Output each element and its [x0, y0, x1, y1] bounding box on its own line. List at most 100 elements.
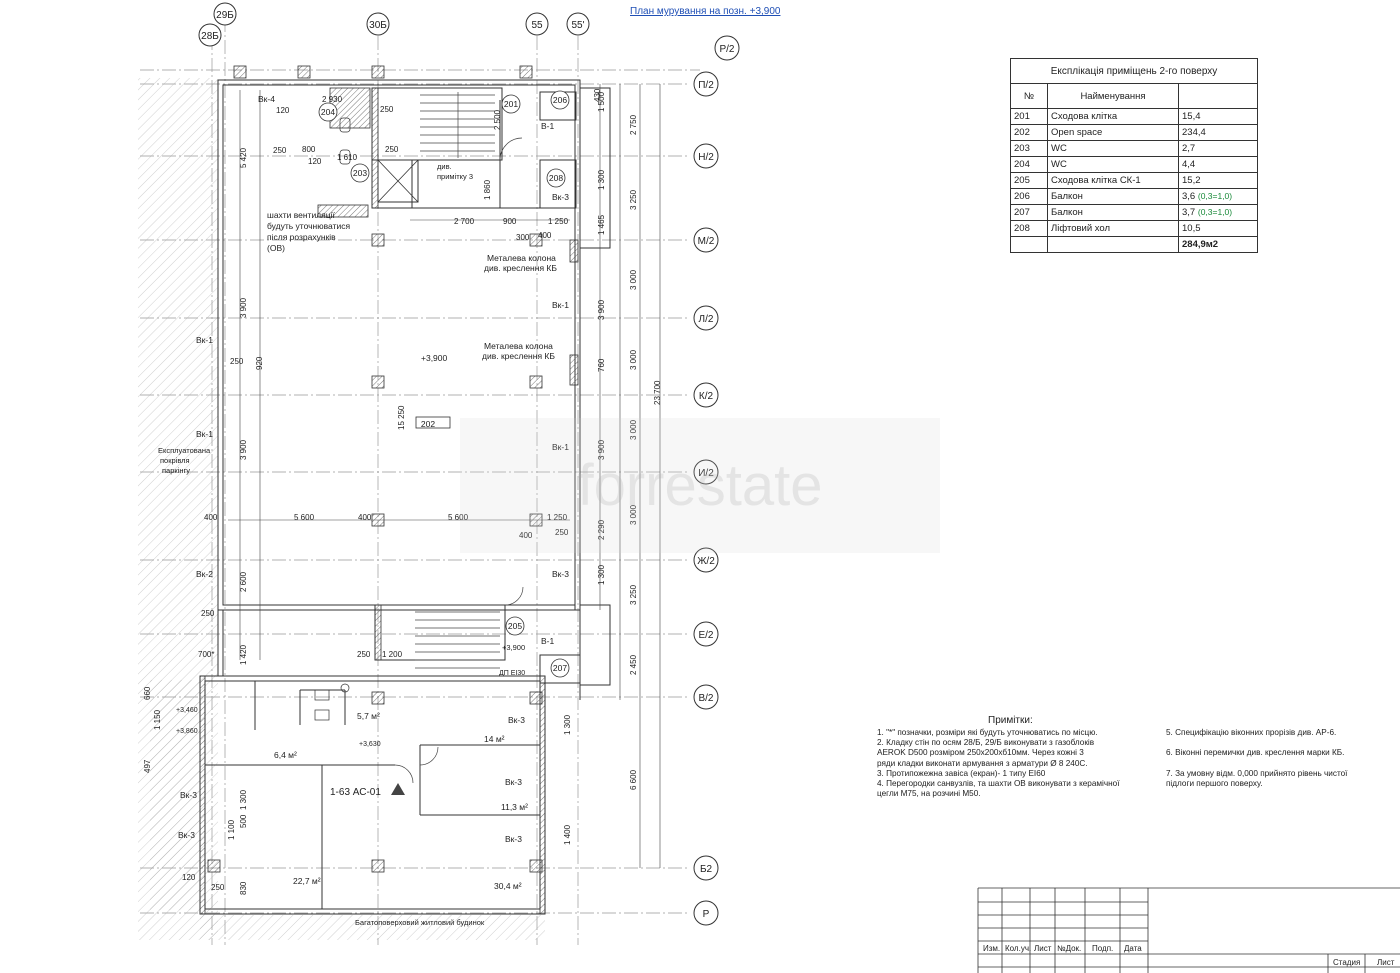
- elevation-stair: +3,900: [502, 643, 525, 652]
- dim-400-b: 400: [358, 513, 372, 522]
- fire-door-label: ДП ЕІ30: [499, 670, 525, 677]
- label-vk1-left-b: Вк-1: [196, 429, 213, 439]
- axis-label-i2: И/2: [698, 468, 714, 479]
- hatched-bottom-building: [200, 915, 545, 940]
- table-row: 203 WC 2,7: [1010, 140, 1258, 157]
- row-area: 3,6 (0,3=1,0): [1178, 188, 1258, 205]
- row-name: Ліфтовий хол: [1047, 220, 1179, 237]
- axis-label-zh2: Ж/2: [697, 556, 715, 567]
- dim-1100: 1 100: [227, 819, 236, 840]
- dim-2450: 2 450: [629, 654, 638, 675]
- table-row: 206 Балкон 3,6 (0,3=1,0): [1010, 188, 1258, 205]
- axis-bubbles-right: [693, 35, 740, 926]
- stamp-stadia: Стадия: [1333, 958, 1360, 967]
- row-num: 204: [1010, 156, 1048, 173]
- door-swings: [394, 137, 524, 784]
- dim-15250: 15 250: [397, 405, 406, 430]
- dim-3900-b: 3 900: [239, 439, 248, 460]
- column-note-1a: Металева колона: [487, 253, 556, 263]
- dim-5600-b: 5 600: [448, 513, 469, 522]
- axis-label-e2: Е/2: [698, 630, 713, 641]
- row-area: 4,4: [1178, 156, 1258, 173]
- dim-120-b: 120: [308, 157, 322, 166]
- axis-label-n2: Н/2: [698, 152, 714, 163]
- bottom-building-note: Багатоповерховий житловий будинок: [355, 918, 485, 927]
- table-row: 208 Ліфтовий хол 10,5: [1010, 220, 1258, 237]
- elevation-a: +3,460: [176, 707, 198, 714]
- area-22-7: 22,7 м²: [293, 876, 321, 886]
- roof-note-2: покрівля: [160, 456, 190, 465]
- elevation-main: +3,900: [421, 353, 448, 363]
- dim-5600-a: 5 600: [294, 513, 315, 522]
- note-line: 7. За умовну відм. 0,000 прийнято рівень…: [1166, 768, 1348, 778]
- dim-400-d: 400: [519, 531, 533, 540]
- axis-bubble-labels-right: Р/2 П/2 Н/2 М/2 Л/2 К/2 И/2 Ж/2 Е/2 В/2 …: [697, 44, 735, 920]
- axis-bubble-labels-top: 29Б 28Б 30Б 55 55': [201, 10, 584, 42]
- note-line: ряди кладки виконати армування з арматур…: [877, 758, 1088, 768]
- axis-bubbles-top: [198, 2, 590, 47]
- explication-table: Експлікація приміщень 2-го поверху № Най…: [1010, 58, 1258, 253]
- area-30-4: 30,4 м²: [494, 881, 522, 891]
- stamp-ndok: №Док.: [1057, 944, 1081, 953]
- lift-note-2: примітку 3: [437, 172, 473, 181]
- dimension-numbers: 2 930 120 250 250 800 1 610 120 250 2 70…: [143, 88, 662, 895]
- dim-120-a: 120: [276, 106, 290, 115]
- dimension-lines: [228, 84, 661, 868]
- dim-3900-a: 3 900: [239, 297, 248, 318]
- dim-3250-a: 3 250: [629, 189, 638, 210]
- dim-23700: 23 700: [653, 380, 662, 405]
- axis-label-30b: 30Б: [369, 20, 387, 31]
- dim-3900-d: 3 900: [597, 439, 606, 460]
- room-tag-203: 203: [353, 168, 367, 178]
- stamp-izm: Изм.: [983, 944, 1000, 953]
- notes-right: 5. Специфікацію віконних прорізів див. А…: [1166, 728, 1347, 789]
- axis-label-k2: К/2: [699, 391, 714, 402]
- row-num: 206: [1010, 188, 1048, 205]
- dim-500: 500: [239, 814, 248, 828]
- explication-total: 284,9м2: [1178, 236, 1258, 253]
- column-note-1b: Металева колона: [484, 341, 553, 351]
- dim-120-c: 120: [182, 873, 196, 882]
- dim-250-b: 250: [273, 146, 287, 155]
- area-14: 14 м²: [484, 734, 505, 744]
- dim-3000-a: 3 000: [629, 269, 638, 290]
- stamp-data: Дата: [1124, 944, 1142, 953]
- dim-3900-c: 3 900: [597, 299, 606, 320]
- row-name: Сходова клітка: [1047, 108, 1179, 125]
- row-num: 205: [1010, 172, 1048, 189]
- row-name: WC: [1047, 156, 1179, 173]
- dim-2500: 2 500: [493, 109, 502, 130]
- note-line: 1. "*" позначки, розміри які будуть уточ…: [877, 728, 1098, 737]
- row-name: Сходова клітка СК-1: [1047, 172, 1179, 189]
- dim-2930: 2 930: [322, 95, 343, 104]
- lift-shaft: [377, 159, 419, 203]
- shaft-note-3: після розрахунків: [267, 232, 336, 242]
- axis-label-28b: 28Б: [201, 31, 219, 42]
- dim-1420: 1 420: [239, 644, 248, 665]
- note-line: AEROK D500 розміром 250х200хб10мм. Через…: [877, 748, 1084, 758]
- area-5-7: 5,7 м²: [357, 711, 380, 721]
- note-line: 3. Протипожежна завіса (екран)- 1 типу Е…: [877, 768, 1046, 778]
- row-area: 15,2: [1178, 172, 1258, 189]
- row-num: 201: [1010, 108, 1048, 125]
- room-tag-207: 207: [553, 663, 567, 673]
- dim-1500: 1 500: [597, 91, 606, 112]
- row-num: 208: [1010, 220, 1048, 237]
- note-line: підлоги першого поверху.: [1166, 779, 1263, 789]
- plan-link[interactable]: План мурування на позн. +3,900: [630, 6, 781, 17]
- table-row: 207 Балкон 3,7 (0,3=1,0): [1010, 204, 1258, 221]
- room-tag-208: 208: [549, 173, 563, 183]
- room-tag-201: 201: [504, 99, 518, 109]
- room-tag-206: 206: [553, 95, 567, 105]
- dim-250-f: 250: [201, 609, 215, 618]
- axis-label-b2: Б2: [700, 864, 713, 875]
- dim-1150: 1 150: [153, 709, 162, 730]
- notes-left: 1. "*" позначки, розміри які будуть уточ…: [877, 728, 1119, 799]
- dim-1200: 1 200: [382, 650, 403, 659]
- note-line: цегли М75, на розчині М50.: [877, 789, 981, 799]
- lift-note-1: див.: [437, 162, 452, 171]
- dim-1465: 1 465: [597, 214, 606, 235]
- grid-lines: [140, 18, 700, 945]
- dim-250-h: 250: [211, 883, 225, 892]
